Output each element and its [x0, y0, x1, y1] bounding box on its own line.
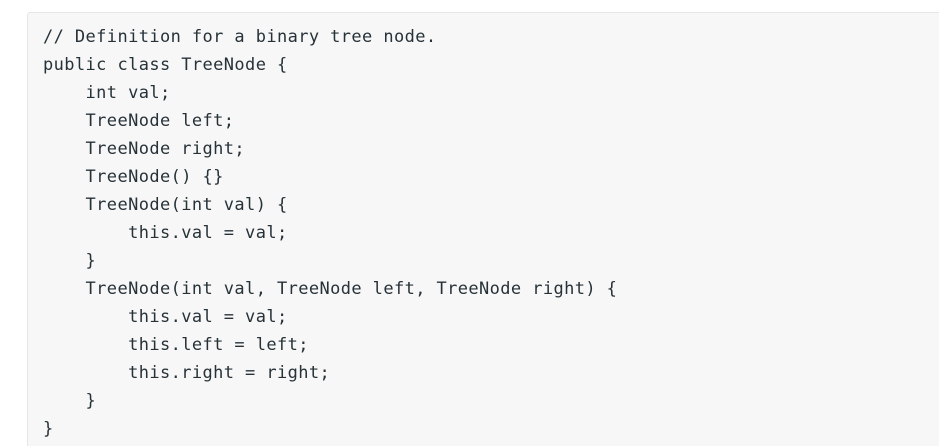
- code-line: this.val = val;: [43, 307, 288, 327]
- code-block: // Definition for a binary tree node. pu…: [27, 12, 939, 446]
- code-line: TreeNode(int val) {: [43, 195, 288, 215]
- code-line: this.val = val;: [43, 223, 288, 243]
- code-line: // Definition for a binary tree node.: [43, 27, 437, 47]
- code-line: }: [43, 251, 97, 271]
- code-lines: // Definition for a binary tree node. pu…: [43, 23, 617, 443]
- code-line: TreeNode() {}: [43, 167, 224, 187]
- code-line: TreeNode left;: [43, 111, 235, 131]
- code-line: public class TreeNode {: [43, 55, 288, 75]
- code-line: this.right = right;: [43, 363, 331, 383]
- code-line: this.left = left;: [43, 335, 309, 355]
- code-line: TreeNode(int val, TreeNode left, TreeNod…: [43, 279, 618, 299]
- code-line: int val;: [43, 83, 171, 103]
- code-line: }: [43, 391, 97, 411]
- code-line: TreeNode right;: [43, 139, 246, 159]
- code-line: }: [43, 419, 54, 439]
